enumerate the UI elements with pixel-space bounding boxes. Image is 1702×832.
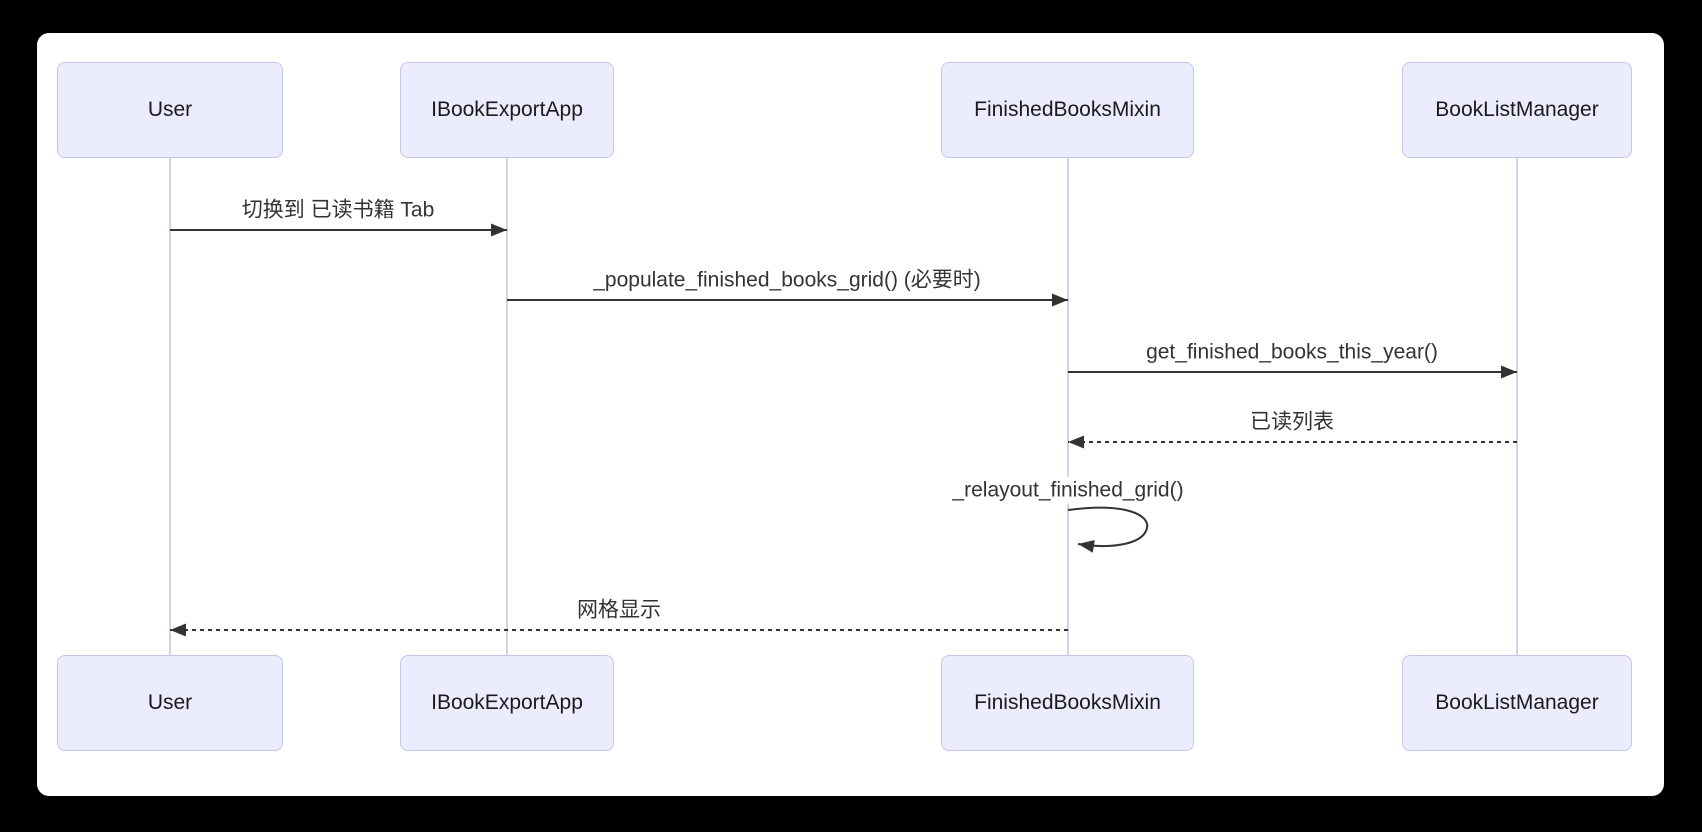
participant-user-bottom: User bbox=[57, 655, 283, 751]
message-label-2: _populate_finished_books_grid() (必要时) bbox=[591, 266, 983, 294]
participant-label: IBookExportApp bbox=[431, 98, 583, 121]
participant-booklistmanager-top: BookListManager bbox=[1402, 62, 1632, 158]
participant-label: FinishedBooksMixin bbox=[974, 98, 1161, 121]
message-label-6: 网格显示 bbox=[575, 596, 663, 624]
message-arrow-5-self-loop bbox=[1067, 506, 1149, 553]
participant-label: BookListManager bbox=[1435, 98, 1599, 121]
message-label-3: get_finished_books_this_year() bbox=[1144, 338, 1440, 366]
participant-finishedbooksmixin-bottom: FinishedBooksMixin bbox=[941, 655, 1194, 751]
participant-ibookexportapp-bottom: IBookExportApp bbox=[400, 655, 614, 751]
message-label-4: 已读列表 bbox=[1248, 408, 1336, 436]
message-label-1: 切换到 已读书籍 Tab bbox=[239, 196, 437, 224]
diagram-card: User IBookExportApp FinishedBooksMixin B… bbox=[37, 33, 1664, 796]
participant-booklistmanager-bottom: BookListManager bbox=[1402, 655, 1632, 751]
participant-user-top: User bbox=[57, 62, 283, 158]
participant-label: IBookExportApp bbox=[431, 691, 583, 714]
message-label-5: _relayout_finished_grid() bbox=[950, 476, 1186, 504]
sequence-diagram-lines bbox=[169, 158, 1518, 655]
participant-ibookexportapp-top: IBookExportApp bbox=[400, 62, 614, 158]
participant-label: FinishedBooksMixin bbox=[974, 691, 1161, 714]
participant-finishedbooksmixin-top: FinishedBooksMixin bbox=[941, 62, 1194, 158]
participant-label: User bbox=[147, 98, 193, 121]
participant-label: User bbox=[147, 691, 193, 714]
participant-label: BookListManager bbox=[1435, 691, 1599, 714]
